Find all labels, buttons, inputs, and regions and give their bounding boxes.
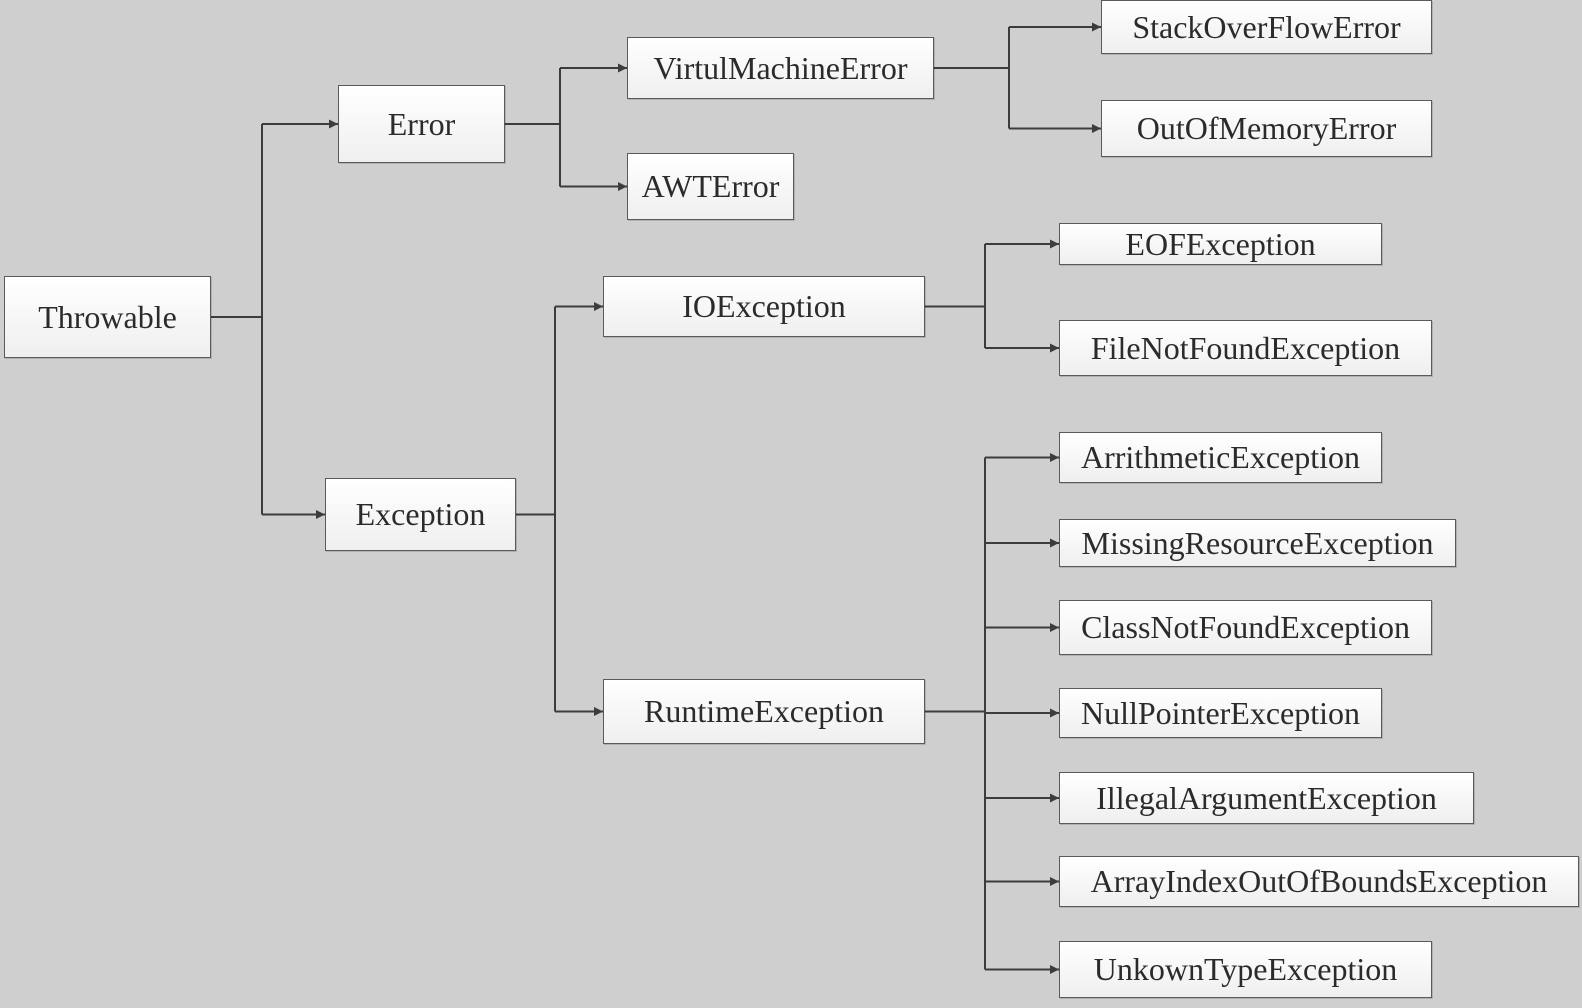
node-stack-over-flow-error: StackOverFlowError: [1101, 0, 1432, 54]
node-class-not-found-exception: ClassNotFoundException: [1059, 600, 1432, 655]
node-unkown-type-exception: UnkownTypeException: [1059, 941, 1432, 998]
node-io-exception: IOException: [603, 276, 925, 337]
node-arithmetic-exception: ArrithmeticException: [1059, 432, 1382, 483]
node-array-index-out-of-bounds-exception: ArrayIndexOutOfBoundsException: [1059, 856, 1579, 907]
node-exception: Exception: [325, 478, 516, 551]
node-error: Error: [338, 85, 505, 163]
node-illegal-argument-exception: IllegalArgumentException: [1059, 772, 1474, 824]
node-virtual-machine-error: VirtulMachineError: [627, 37, 934, 99]
node-throwable: Throwable: [4, 276, 211, 358]
node-runtime-exception: RuntimeException: [603, 679, 925, 744]
node-awt-error: AWTError: [627, 153, 794, 220]
node-eof-exception: EOFException: [1059, 223, 1382, 265]
node-null-pointer-exception: NullPointerException: [1059, 688, 1382, 738]
node-file-not-found-exception: FileNotFoundException: [1059, 320, 1432, 376]
node-missing-resource-exception: MissingResourceException: [1059, 519, 1456, 567]
node-out-of-memory-error: OutOfMemoryError: [1101, 100, 1432, 157]
